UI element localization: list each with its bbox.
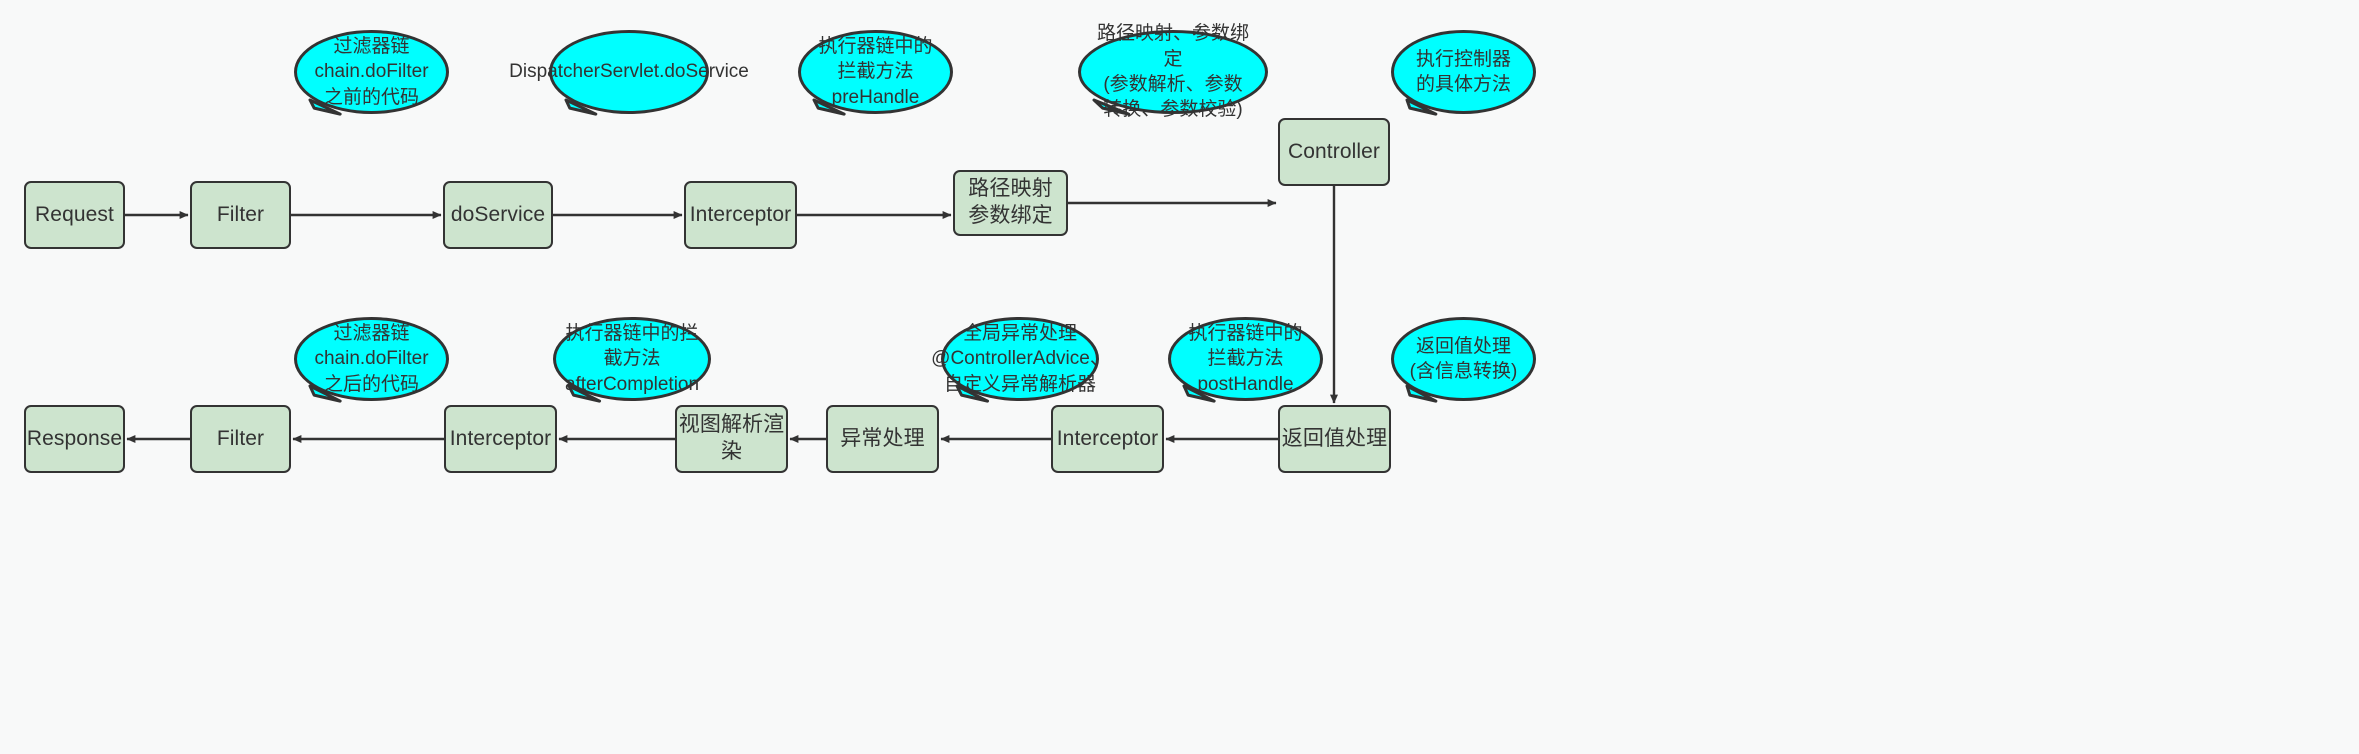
callout-b-controller[interactable]: 执行控制器的具体方法 bbox=[1391, 30, 1536, 114]
node-retval[interactable]: 返回值处理 bbox=[1278, 405, 1391, 473]
callout-b-filter1[interactable]: 过滤器链chain.doFilter 之前的代码 bbox=[294, 30, 449, 114]
callout-b-exception[interactable]: 全局异常处理 @ControllerAdvice、 自定义异常解析器 bbox=[931, 317, 1109, 401]
node-doservice[interactable]: doService bbox=[443, 181, 553, 249]
node-intercept1[interactable]: Interceptor bbox=[684, 181, 797, 249]
node-intercept3[interactable]: Interceptor bbox=[444, 405, 557, 473]
node-mapping[interactable]: 路径映射 参数绑定 bbox=[953, 170, 1068, 236]
node-response[interactable]: Response bbox=[24, 405, 125, 473]
callout-b-intercept3[interactable]: 执行器链中的拦截方法 afterCompletion bbox=[553, 317, 711, 401]
callout-label: 过滤器链chain.doFilter 之前的代码 bbox=[314, 35, 429, 108]
callout-label: 路径映射、参数绑定 (参数解析、参数转换、参数校验) bbox=[1096, 23, 1249, 121]
callout-label: 返回值处理 (含信息转换) bbox=[1409, 335, 1518, 382]
node-request[interactable]: Request bbox=[24, 181, 125, 249]
callout-label: DispatcherServlet.doService bbox=[509, 61, 749, 83]
callout-label: 执行器链中的拦截方法 afterCompletion bbox=[564, 322, 700, 395]
callout-b-intercept2[interactable]: 执行器链中的拦截方法 postHandle bbox=[1168, 317, 1323, 401]
node-filter2[interactable]: Filter bbox=[190, 405, 291, 473]
callout-b-filter2[interactable]: 过滤器链chain.doFilter 之后的代码 bbox=[294, 317, 449, 401]
node-controller[interactable]: Controller bbox=[1278, 118, 1390, 186]
callout-label: 执行控制器的具体方法 bbox=[1415, 48, 1511, 95]
callout-b-retval[interactable]: 返回值处理 (含信息转换) bbox=[1391, 317, 1536, 401]
node-filter1[interactable]: Filter bbox=[190, 181, 291, 249]
callout-b-doservice[interactable]: DispatcherServlet.doService bbox=[509, 30, 749, 114]
callout-label: 全局异常处理 @ControllerAdvice、 自定义异常解析器 bbox=[931, 322, 1109, 395]
callout-b-intercept1[interactable]: 执行器链中的拦截方法 preHandle bbox=[798, 30, 953, 114]
node-viewrender[interactable]: 视图解析渲染 bbox=[675, 405, 788, 473]
callout-label: 过滤器链chain.doFilter 之后的代码 bbox=[314, 322, 429, 395]
node-exception[interactable]: 异常处理 bbox=[826, 405, 939, 473]
callout-label: 执行器链中的拦截方法 preHandle bbox=[818, 35, 933, 108]
callout-b-mapping[interactable]: 路径映射、参数绑定 (参数解析、参数转换、参数校验) bbox=[1078, 23, 1268, 120]
node-intercept2[interactable]: Interceptor bbox=[1051, 405, 1164, 473]
callout-label: 执行器链中的拦截方法 postHandle bbox=[1188, 322, 1303, 395]
